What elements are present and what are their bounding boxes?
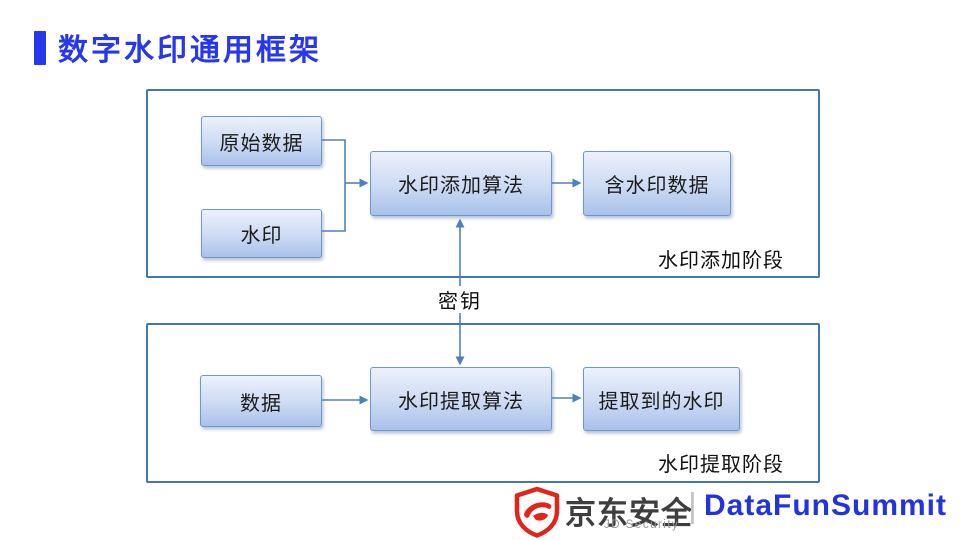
node-embed-algorithm: 水印添加算法 [370,151,552,216]
node-extract-algorithm: 水印提取算法 [370,367,552,431]
stage1-label: 水印添加阶段 [658,250,784,272]
node-extracted-watermark: 提取到的水印 [583,367,740,431]
node-original-data: 原始数据 [201,116,322,166]
stage1-container [146,89,820,278]
stage2-label: 水印提取阶段 [658,454,784,476]
jd-security-brand: 京东安全 [565,496,693,531]
node-watermark: 水印 [201,209,322,258]
datafunsummit-logo-text: DataFunSummit [704,489,948,522]
page-title: 数字水印通用框架 [58,34,322,67]
footer-separator: | [688,487,697,525]
node-data: 数据 [200,375,322,427]
jd-security-subtitle: JD Security [604,519,680,531]
stage2-container [146,323,820,483]
title-accent-bar [34,31,46,65]
key-label: 密钥 [438,291,482,313]
node-watermarked-data: 含水印数据 [583,151,731,216]
shield-icon [514,486,560,538]
